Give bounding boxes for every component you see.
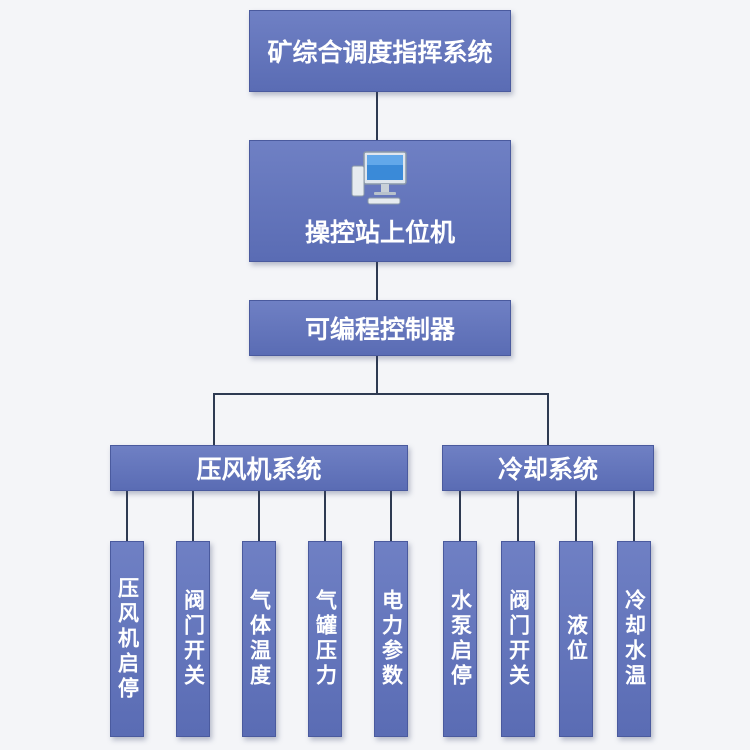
leaf-liquid-level: 液位 [559,541,593,737]
leaf-power-parameters: 电力参数 [374,541,408,737]
dispatch-command-system-label: 矿综合调度指挥系统 [267,38,493,67]
dispatch-command-system-node: 矿综合调度指挥系统 [249,10,511,92]
cooling-system-label: 冷却系统 [497,455,598,484]
leaf-pump-start-stop: 水泵启停 [443,541,477,737]
leaf-cooling-valve: 阀门开关 [501,541,535,737]
connector-leaf [390,491,392,541]
connector-leaf [126,491,128,541]
connector-branch-left [213,393,215,445]
connector-operator-plc [376,262,378,300]
leaf-compressor-valve: 阀门开关 [176,541,210,737]
leaf-tank-pressure: 气罐压力 [308,541,342,737]
connector-branch-horizontal [213,393,549,395]
connector-leaf [633,491,635,541]
connector-leaf [192,491,194,541]
operator-station-label: 操控站上位机 [304,218,455,247]
plc-label: 可编程控制器 [304,315,455,344]
connector-leaf [258,491,260,541]
connector-plc-down [376,356,378,394]
cooling-system-node: 冷却系统 [442,445,654,491]
plc-node: 可编程控制器 [249,300,511,356]
leaf-compressor-start-stop: 压风机启停 [110,541,144,737]
connector-leaf [324,491,326,541]
connector-leaf [459,491,461,541]
connector-leaf [517,491,519,541]
connector-branch-right [547,393,549,445]
leaf-gas-temperature: 气体温度 [242,541,276,737]
leaf-cooling-water-temperature: 冷却水温 [617,541,651,737]
air-compressor-system-label: 压风机系统 [196,455,322,484]
connector-top-operator [376,92,378,140]
air-compressor-system-node: 压风机系统 [110,445,408,491]
computer-monitor-icon [351,151,407,205]
connector-leaf [575,491,577,541]
